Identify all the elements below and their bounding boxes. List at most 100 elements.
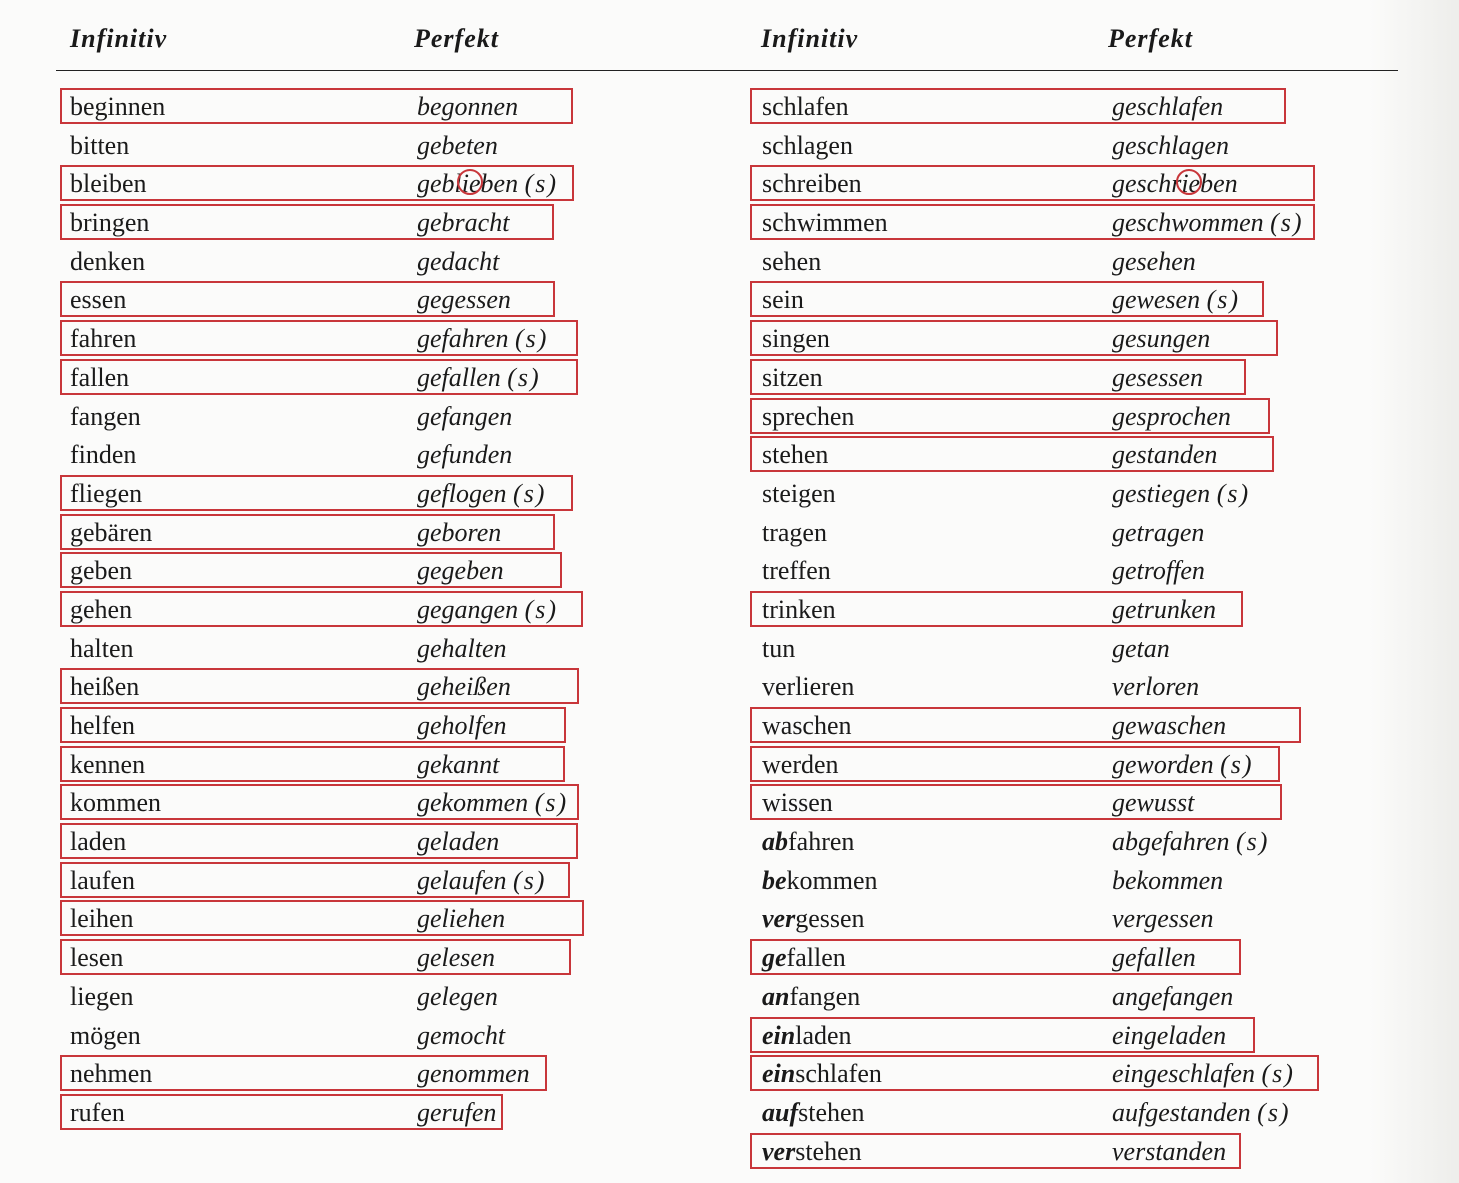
perfekt-text: geladen [417, 827, 500, 857]
infinitive: schlafen [762, 92, 849, 122]
perfekt: geflogen (s) [417, 479, 546, 509]
infinitive-text: waschen [762, 711, 852, 740]
infinitive-text: schlagen [762, 130, 853, 160]
auxiliary-sein-marker: (s) [1206, 285, 1241, 315]
verb-row: kennen gekannt [0, 745, 680, 785]
infinitive-text: stehen [762, 440, 829, 470]
header-right-perfekt: Perfekt [1108, 24, 1193, 53]
infinitive: treffen [762, 556, 831, 586]
auxiliary-sein-marker: (s) [1220, 749, 1254, 779]
infinitive-text: schlafen [795, 1059, 882, 1089]
infinitive: sprechen [762, 402, 854, 432]
infinitive: laden [70, 827, 126, 857]
perfekt: begonnen [417, 92, 518, 122]
infinitive-text: bleiben [70, 169, 147, 199]
infinitive: singen [762, 324, 830, 354]
perfekt: geschwommen (s) [1112, 208, 1304, 238]
perfekt: gestiegen (s) [1112, 479, 1250, 509]
perfekt: geblieben (s) [417, 169, 558, 199]
perfekt: gelaufen (s) [417, 866, 546, 896]
perfekt-text: geboren [417, 517, 502, 547]
verb-row: bleiben geblieben (s) [0, 165, 680, 204]
verb-row: werden geworden (s) [690, 745, 1370, 785]
perfekt-text: gewusst [1112, 788, 1195, 818]
infinitive-text: fahren [788, 827, 855, 857]
perfekt: gewaschen [1112, 711, 1226, 741]
infinitive: lesen [70, 943, 123, 973]
perfekt-text: getragen [1112, 517, 1205, 547]
verb-row: gebären geboren [0, 513, 680, 553]
infinitive: schlagen [762, 131, 853, 161]
infinitive-text: essen [70, 285, 127, 315]
infinitive: kommen [70, 788, 161, 818]
infinitive: laufen [70, 866, 135, 896]
separable-prefix: be [762, 865, 787, 895]
infinitive: einladen [762, 1021, 852, 1051]
infinitive: beginnen [70, 92, 165, 122]
highlight-box [60, 823, 578, 860]
infinitive-text: lesen [70, 943, 124, 973]
infinitive-text: gehen [70, 594, 133, 624]
perfekt: genommen [417, 1059, 530, 1089]
infinitive: liegen [70, 982, 134, 1012]
perfekt: geschlagen [1112, 131, 1229, 161]
perfekt-text: gefangen [417, 401, 513, 431]
perfekt: gesungen [1112, 324, 1210, 354]
infinitive: nehmen [70, 1059, 152, 1089]
verb-row: laden geladen [0, 823, 680, 862]
perfekt: getrunken [1112, 595, 1216, 625]
verb-row: sprechen gesprochen [690, 397, 1370, 437]
infinitive-text: fangen [70, 401, 141, 431]
infinitive: gefallen [762, 943, 846, 973]
perfekt-text: gekannt [417, 749, 500, 779]
infinitive-text: kommen [786, 865, 878, 895]
perfekt: eingeladen [1112, 1021, 1226, 1051]
infinitive-text: werden [762, 749, 839, 779]
perfekt-text: geschwommen [1112, 208, 1264, 238]
auxiliary-sein-marker: (s) [1257, 1097, 1291, 1127]
header-left-perfekt: Perfekt [414, 24, 499, 53]
perfekt-text: geworden [1112, 749, 1214, 779]
perfekt-text: gesprochen [1112, 401, 1231, 431]
infinitive-text: sehen [762, 246, 822, 276]
perfekt: gegessen [417, 285, 511, 315]
perfekt-text: abgefahren [1112, 827, 1230, 857]
verb-row: treffen getroffen [690, 552, 1370, 591]
perfekt-text: gegeben [417, 556, 504, 586]
perfekt-text: getroffen [1112, 556, 1205, 586]
infinitive: waschen [762, 711, 852, 741]
auxiliary-sein-marker: (s) [513, 865, 547, 895]
infinitive: trinken [762, 595, 836, 625]
infinitive: rufen [70, 1098, 125, 1128]
perfekt: gefahren (s) [417, 324, 548, 354]
highlight-box [60, 900, 584, 937]
perfekt: eingeschlafen (s) [1112, 1059, 1295, 1089]
perfekt-text: gebracht [417, 208, 510, 238]
header-left-infinitiv: Infinitiv [70, 24, 168, 53]
infinitive: bleiben [70, 169, 147, 199]
infinitive: wissen [762, 788, 833, 818]
infinitive-text: fahren [70, 324, 137, 354]
perfekt-text: gebeten [417, 130, 498, 160]
verb-row: trinken getrunken [690, 590, 1370, 630]
infinitive: gebären [70, 518, 152, 548]
separable-prefix: ver [762, 904, 796, 934]
perfekt-text: gewesen [1112, 285, 1201, 315]
infinitive-text: laden [795, 1020, 852, 1050]
infinitive: helfen [70, 711, 135, 741]
perfekt: gefallen [1112, 943, 1196, 973]
perfekt-text: gestanden [1112, 440, 1218, 470]
perfekt-text: gefunden [417, 440, 513, 470]
infinitive-text: kennen [70, 749, 146, 779]
auxiliary-sein-marker: (s) [1235, 827, 1270, 857]
infinitive: werden [762, 750, 839, 780]
infinitive: steigen [762, 479, 836, 509]
perfekt-text: verstanden [1112, 1136, 1227, 1166]
